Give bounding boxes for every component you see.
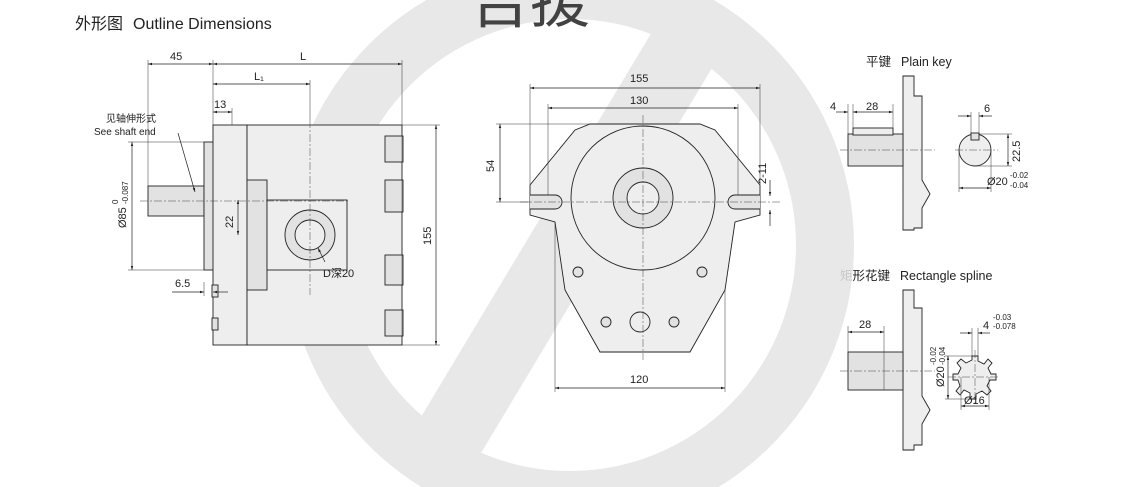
front-bolt-3 bbox=[600, 316, 612, 328]
side-bolt-2 bbox=[384, 179, 404, 213]
plain-key-dim-4: 4 bbox=[830, 101, 836, 113]
shaft-note-en: See shaft end bbox=[94, 127, 156, 138]
shaft-note-cn: 见轴伸形式 bbox=[106, 112, 156, 125]
dim-dia85: Ø85 bbox=[117, 207, 129, 228]
plain-key-keyway bbox=[970, 132, 980, 141]
front-view: 155 130 54 2-11 120 bbox=[485, 73, 780, 392]
dim-22: 22 bbox=[224, 216, 236, 228]
plain-key-dia20-tol-upper: -0.02 bbox=[1010, 171, 1029, 180]
plain-key-dia20-tol-lower: -0.04 bbox=[1010, 181, 1029, 190]
dim-front-155: 155 bbox=[630, 73, 648, 85]
plain-key-title-cn: 平键 bbox=[866, 55, 892, 69]
rect-spline-dia20-tol-upper: -0.02 bbox=[929, 346, 938, 365]
rect-spline-dim-4: 4 bbox=[983, 320, 989, 332]
rect-spline-flange bbox=[902, 289, 931, 451]
front-bolt-4 bbox=[668, 316, 680, 328]
side-bolt-1 bbox=[384, 135, 404, 163]
plain-key-key bbox=[852, 127, 894, 136]
plain-key-view: 4 28 6 22.5 Ø20 -0.02 bbox=[830, 75, 1029, 231]
port-label: D深20 bbox=[323, 267, 354, 280]
rect-spline-dim-28: 28 bbox=[859, 319, 871, 331]
plain-key-dim-6: 6 bbox=[984, 103, 990, 115]
plain-key-title: 平键 Plain key bbox=[866, 51, 952, 70]
rect-spline-section bbox=[952, 355, 997, 400]
dim-45: 45 bbox=[170, 51, 182, 63]
front-bolt-1 bbox=[572, 266, 584, 278]
rect-spline-dia20-tol-lower: -0.04 bbox=[938, 346, 947, 365]
dim-13: 13 bbox=[214, 99, 226, 111]
rect-spline-dia20: Ø20 bbox=[935, 366, 947, 387]
plain-key-dia20: Ø20 bbox=[987, 176, 1008, 188]
plain-key-flange bbox=[902, 75, 931, 231]
side-stud-1 bbox=[211, 284, 219, 298]
dim-front-130: 130 bbox=[630, 95, 648, 107]
plain-key-dim-28: 28 bbox=[866, 101, 878, 113]
dim-L1: L₁ bbox=[254, 71, 264, 83]
rect-spline-view: 28 4 -0.03 -0.078 Ø20 -0.02 -0.04 bbox=[840, 289, 1016, 451]
side-stud-2 bbox=[211, 317, 219, 331]
dim-dia85-tol-lower: -0.087 bbox=[121, 181, 130, 204]
dim-dia85-tol-upper: 0 bbox=[111, 199, 120, 204]
side-inlet-boss bbox=[246, 179, 268, 291]
page-title-cn: 外形图 bbox=[75, 16, 124, 33]
page-title-en: Outline Dimensions bbox=[133, 16, 272, 33]
rect-spline-dim-4-tol-upper: -0.03 bbox=[993, 313, 1012, 322]
page-title: 外形图 Outline Dimensions bbox=[75, 10, 272, 34]
rect-spline-dia16: Ø16 bbox=[964, 395, 985, 407]
plain-key-dim-22-5: 22.5 bbox=[1011, 141, 1023, 162]
rect-spline-dim-4-tol-lower: -0.078 bbox=[993, 322, 1016, 331]
dim-L: L bbox=[300, 51, 306, 63]
dim-6-5: 6.5 bbox=[175, 278, 190, 290]
dim-side-155: 155 bbox=[422, 227, 434, 245]
rect-spline-title-en: Rectangle spline bbox=[900, 269, 993, 283]
side-view: 45 L L₁ 13 见轴伸形式 See shaft end Ø85 0 -0.… bbox=[94, 51, 440, 346]
front-bolt-2 bbox=[696, 266, 708, 278]
front-port bbox=[629, 311, 651, 333]
side-bolt-3 bbox=[384, 254, 404, 286]
dim-front-54: 54 bbox=[485, 160, 497, 172]
dim-front-120: 120 bbox=[630, 374, 648, 386]
side-bolt-4 bbox=[384, 309, 404, 337]
watermark-text: 吉援 bbox=[470, 0, 590, 35]
plain-key-title-en: Plain key bbox=[901, 55, 952, 69]
side-mount-plate bbox=[212, 124, 248, 346]
dim-front-2-11: 2-11 bbox=[757, 163, 769, 184]
